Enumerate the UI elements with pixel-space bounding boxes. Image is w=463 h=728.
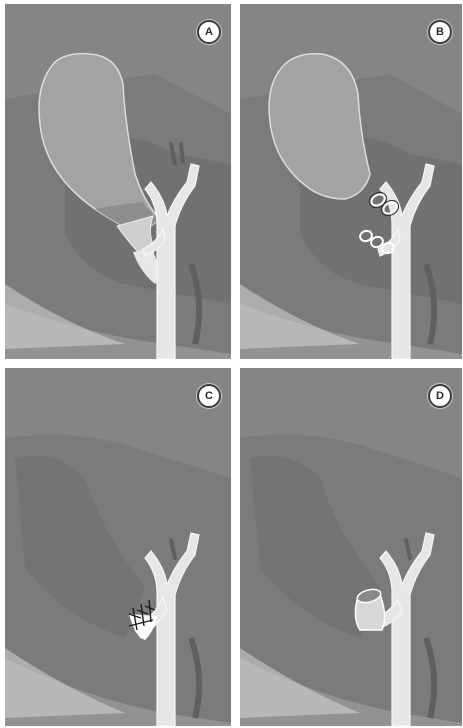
panel-label-badge: A — [197, 20, 221, 44]
panel-c-illustration — [5, 368, 231, 726]
panel-b-illustration — [240, 4, 462, 359]
panel-c: C — [5, 368, 231, 726]
open-stump-icon — [355, 587, 384, 630]
panel-label-badge: C — [197, 384, 221, 408]
panel-b: B — [240, 4, 462, 359]
panel-d: D — [240, 368, 462, 726]
panel-label-badge: B — [428, 20, 452, 44]
panel-a: A — [5, 4, 231, 359]
panel-a-illustration — [5, 4, 231, 359]
panel-d-illustration — [240, 368, 462, 726]
panel-label-badge: D — [428, 384, 452, 408]
